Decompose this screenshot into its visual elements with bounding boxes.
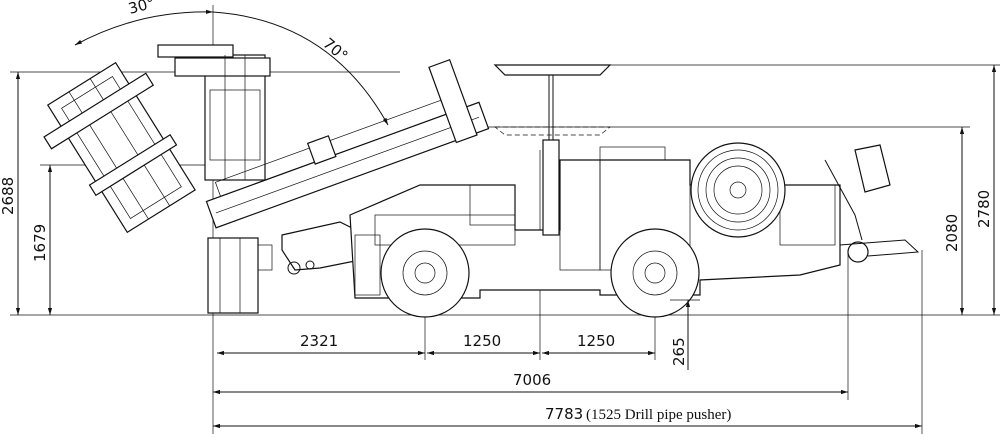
canopy-lowered <box>494 126 611 136</box>
drill-pipe-pusher <box>839 239 920 263</box>
rear-wheel <box>610 228 700 318</box>
cooling-fan <box>690 142 786 238</box>
dim-7783-note: (1525 Drill pipe pusher) <box>586 407 731 423</box>
canopy-raised <box>493 64 612 76</box>
dim-265: 265 <box>670 337 688 366</box>
length-dimensions: 2321 1250 1250 7006 7783 (1525 Drill pip… <box>213 332 922 429</box>
rear-panel <box>779 184 836 246</box>
boom-arm <box>281 221 361 275</box>
dim-1679: 1679 <box>31 224 49 262</box>
control-box <box>469 184 516 226</box>
drill-feed-stowed <box>207 237 273 314</box>
operator-seat <box>824 144 891 241</box>
drill-feed-tilted-back <box>43 61 196 234</box>
height-dimensions: 2688 1679 2080 2780 265 <box>0 65 997 370</box>
front-wheel <box>380 228 470 318</box>
dim-2321: 2321 <box>300 332 338 350</box>
canopy <box>493 64 612 236</box>
dim-2780: 2780 <box>975 190 993 228</box>
boom-and-feed <box>205 59 490 229</box>
angle-70-label: 70° <box>319 34 351 65</box>
dim-1250-rear: 1250 <box>577 332 615 350</box>
dim-7783: 7783 <box>545 405 583 423</box>
dim-1250-front: 1250 <box>463 332 501 350</box>
drill-feed-vertical <box>157 44 271 181</box>
dim-7006: 7006 <box>513 371 551 389</box>
angle-30-label: 30° <box>126 0 156 18</box>
dim-2688: 2688 <box>0 177 17 215</box>
dim-2080: 2080 <box>943 214 961 252</box>
